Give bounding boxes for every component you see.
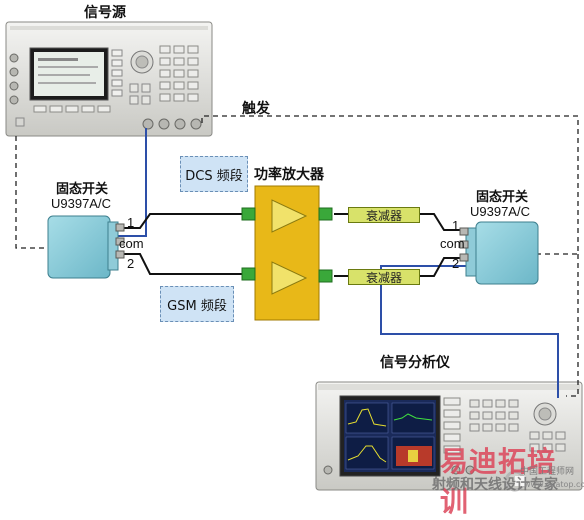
left-switch (47, 215, 125, 279)
dcs-band-label: DCS 频段 (185, 168, 243, 184)
right-switch-title: 固态开关 (476, 190, 529, 205)
signal-analyzer-label: 信号分析仪 (380, 355, 450, 371)
signal-source-instrument (5, 21, 213, 137)
left-port-2: 2 (127, 256, 135, 271)
right-port-2: 2 (452, 256, 460, 271)
watermark-small: 中国工程师网 (520, 467, 575, 477)
left-port-com: com (119, 236, 144, 251)
diagram-svg (5, 21, 583, 492)
left-trigger-line (15, 136, 48, 249)
signal-analyzer-instrument (315, 381, 583, 491)
right-switch (459, 221, 539, 285)
gsm-band-label: GSM 频段 (167, 298, 227, 314)
watermark-sub: 射频和天线设计专家 (432, 477, 558, 493)
dcs-band-box: DCS 频段 (180, 156, 248, 192)
rf-source-line (118, 128, 147, 237)
power-amplifier-label: 功率放大器 (254, 167, 324, 183)
trigger-label: 触发 (242, 101, 270, 117)
rf-analyzer-line (380, 265, 559, 398)
watermark-logo-icon (504, 470, 526, 492)
analyzer-trigger-line (566, 254, 579, 397)
path-gsm-in (118, 253, 242, 275)
left-switch-model: U9397A/C (51, 196, 111, 211)
signal-source-label: 信号源 (84, 5, 126, 21)
right-port-1: 1 (452, 218, 460, 233)
power-amplifier-block (241, 185, 333, 321)
watermark-url: www.edatop.com (524, 480, 584, 489)
path-dcs-in (118, 213, 242, 229)
attenuator-bottom-label: 衰减器 (365, 270, 402, 285)
left-port-1: 1 (127, 215, 135, 230)
attenuator-top-label: 衰减器 (365, 208, 402, 223)
trigger-line (201, 115, 579, 255)
diagram-canvas: 信号源 触发 固态开关 U9397A/C 固态开关 U9397A/C 功率放大器… (5, 5, 584, 518)
right-port-com: com (440, 236, 465, 251)
attenuator-top: 衰减器 (348, 207, 420, 223)
right-switch-model: U9397A/C (470, 204, 530, 219)
attenuator-bottom: 衰减器 (348, 269, 420, 285)
left-switch-title: 固态开关 (56, 182, 109, 197)
gsm-band-box: GSM 频段 (160, 286, 234, 322)
